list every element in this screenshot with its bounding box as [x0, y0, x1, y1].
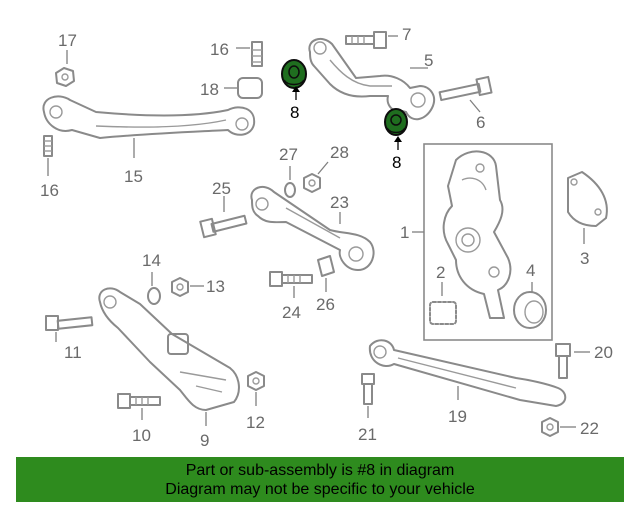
part-4-bushing: [513, 282, 547, 329]
callout-27: 27: [279, 145, 298, 164]
callout-9: 9: [200, 431, 209, 450]
part-16-bolt-top: [236, 41, 263, 67]
part-5-control-arm: [308, 37, 436, 121]
part-13-nut: [171, 277, 204, 297]
callout-6: 6: [476, 113, 485, 132]
callout-16-top: 16: [210, 40, 229, 59]
info-banner: Part or sub-assembly is #8 in diagram Di…: [16, 457, 624, 502]
part-20-bolt: [555, 343, 590, 379]
part-27-washer: [284, 166, 296, 198]
callout-24: 24: [282, 303, 301, 322]
callout-14: 14: [142, 251, 161, 270]
callout-11: 11: [64, 343, 82, 362]
callout-21: 21: [358, 425, 377, 444]
callout-8-top: 8: [290, 103, 299, 122]
callout-12: 12: [246, 413, 265, 432]
part-2-sensor: [429, 282, 457, 325]
suspension-parts-diagram: 17 15 16 16 18 8: [40, 25, 613, 450]
part-23-link-arm: [250, 185, 375, 271]
part-15-upper-arm: [42, 95, 256, 158]
part-17-nut: [55, 50, 75, 87]
part-8-bushing-highlighted-right[interactable]: [384, 108, 408, 150]
part-8-bushing-highlighted-top[interactable]: [281, 59, 307, 100]
callout-20: 20: [594, 343, 613, 362]
banner-line-2: Diagram may not be specific to your vehi…: [165, 481, 475, 498]
callout-26: 26: [316, 295, 335, 314]
part-26-plate: [317, 255, 335, 292]
callout-28: 28: [330, 143, 349, 162]
callout-2: 2: [436, 263, 445, 282]
callout-7: 7: [402, 25, 411, 44]
part-11-bolt: [45, 315, 94, 342]
part-25-bolt: [199, 196, 248, 239]
part-1-knuckle-assembly: [412, 143, 553, 341]
part-7-bolt: [345, 31, 398, 49]
part-18-bushing: [224, 77, 263, 99]
part-22-nut: [541, 417, 576, 437]
part-14-washer: [147, 272, 161, 305]
callout-25: 25: [212, 179, 231, 198]
callout-5: 5: [424, 51, 433, 70]
callout-13: 13: [206, 277, 225, 296]
banner-line-1: Part or sub-assembly is #8 in diagram: [185, 462, 455, 479]
callout-23: 23: [330, 193, 349, 212]
part-21-bolt: [361, 373, 375, 418]
callout-22: 22: [580, 419, 599, 438]
part-28-nut: [303, 161, 329, 193]
callout-1: 1: [400, 223, 409, 242]
part-9-lower-arm: [98, 287, 240, 426]
callout-18: 18: [200, 80, 219, 99]
part-6-bolt: [438, 75, 493, 113]
callout-4: 4: [526, 261, 535, 280]
callout-3: 3: [580, 249, 589, 268]
callout-15: 15: [124, 167, 143, 186]
callout-8-right: 8: [392, 153, 401, 172]
part-19-trailing-link: [368, 339, 567, 407]
callout-19: 19: [448, 407, 467, 426]
callout-17: 17: [58, 31, 77, 50]
part-12-nut: [247, 371, 265, 406]
callout-16-left: 16: [40, 181, 59, 200]
part-24-bolt: [269, 271, 313, 298]
callout-10: 10: [132, 426, 151, 445]
part-3-bracket: [567, 171, 608, 244]
part-16-bolt-left: [43, 135, 53, 176]
part-10-bolt: [117, 393, 161, 420]
